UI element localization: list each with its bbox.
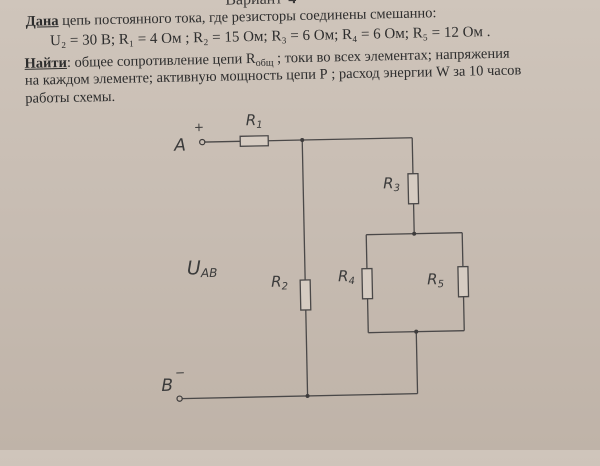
wire-r1-junction	[268, 139, 303, 142]
label-r2: R2	[271, 272, 288, 292]
label-r3: R3	[383, 174, 400, 194]
resistor-r2	[299, 279, 312, 311]
wire-r2-top	[301, 140, 306, 281]
wire-r5-top	[461, 232, 464, 267]
terminal-b-label: B	[161, 376, 173, 396]
resistor-r3	[407, 172, 420, 205]
terminal-a-node	[199, 138, 206, 146]
resistor-r4	[361, 267, 374, 300]
plus-sign: +	[194, 120, 204, 134]
resistor-r1	[239, 135, 269, 147]
wire-r4-top	[365, 234, 368, 269]
wire-a-r1	[204, 140, 241, 143]
label-r5: R5	[427, 270, 444, 290]
wire-r2-bottom	[305, 309, 309, 396]
terminal-a-label: A	[173, 135, 186, 155]
label-r4: R4	[338, 267, 355, 287]
terminal-b-node	[176, 395, 183, 402]
wire-r5-bottom	[462, 296, 465, 331]
wire-r4-bottom	[366, 298, 369, 333]
junction-node	[414, 329, 419, 334]
wire-bottom	[181, 393, 418, 400]
junction-node	[300, 138, 305, 143]
wire-parallel-return	[415, 331, 419, 394]
resistor-r5	[457, 265, 470, 298]
wire-r3-top	[411, 137, 414, 174]
voltage-label: UAB	[187, 257, 218, 281]
wire-top-right	[302, 137, 413, 141]
minus-sign: −	[175, 366, 185, 380]
junction-node	[305, 393, 310, 398]
label-r1: R1	[246, 111, 263, 131]
wire-r3-bottom	[412, 203, 415, 234]
junction-node	[412, 231, 417, 236]
